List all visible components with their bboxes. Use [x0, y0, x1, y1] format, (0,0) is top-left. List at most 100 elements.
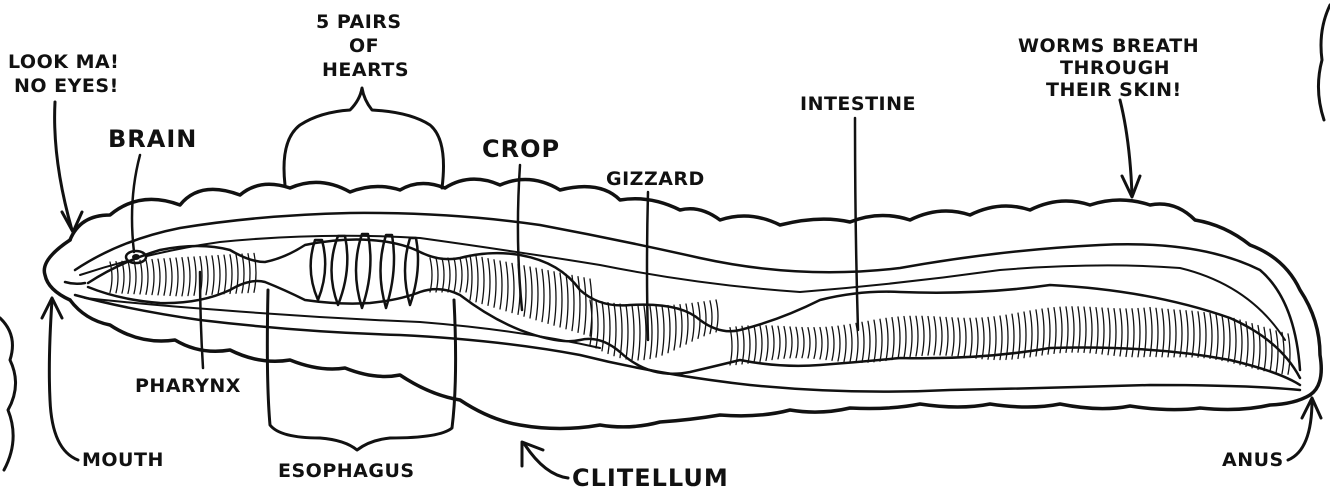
hatch-line: [584, 278, 586, 334]
hatch-line: [1168, 309, 1170, 356]
hatch-line: [454, 258, 456, 292]
hatch-line: [922, 316, 924, 355]
hatch-line: [934, 317, 936, 355]
hatch-line: [784, 327, 786, 359]
hatch-line: [1216, 314, 1218, 359]
hatch-line: [146, 260, 148, 294]
hatch-line: [686, 304, 688, 344]
hatch-line: [1270, 329, 1272, 372]
hatch-line: [194, 257, 196, 295]
hatch-line: [644, 306, 646, 360]
hatch-line: [838, 326, 840, 361]
hatch-line: [1174, 310, 1176, 357]
hatch-line: [1084, 307, 1086, 352]
hatch-line: [560, 273, 562, 327]
look-ma-arrow: [55, 102, 72, 230]
hatch-line: [1192, 311, 1194, 357]
hatch-line: [626, 305, 628, 359]
hatch-line: [826, 327, 828, 359]
hatch-line: [254, 253, 256, 292]
hatch-line: [976, 318, 978, 358]
hatch-line: [122, 261, 124, 293]
hatch-line: [958, 318, 960, 356]
hatch-line: [880, 319, 882, 361]
hatch-line: [796, 327, 798, 357]
hatch-line: [892, 318, 894, 360]
gizzard-pointer: [647, 192, 648, 340]
esophagus-brace: [267, 290, 455, 450]
label-pairs-line1: 5 PAIRS: [316, 11, 402, 33]
hatch-line: [128, 261, 130, 293]
tract-hatching: [110, 253, 1290, 374]
hatch-line: [1078, 307, 1080, 352]
hatch-line: [946, 317, 948, 355]
hatch-line: [1054, 308, 1056, 354]
hatch-line: [436, 258, 438, 292]
hatch-line: [134, 261, 136, 294]
hatch-line: [1000, 316, 1002, 360]
hatch-line: [964, 318, 966, 357]
hatch-line: [620, 304, 622, 358]
hatch-line: [500, 261, 502, 309]
hatch-line: [632, 305, 634, 360]
anus-arrow: [1288, 400, 1312, 460]
hatch-line: [844, 325, 846, 361]
left-edge-curve: [0, 318, 16, 470]
hatch-line: [1180, 310, 1182, 357]
label-worms-line1: WORMS BREATH: [1018, 35, 1199, 57]
hatch-line: [224, 255, 226, 294]
hatch-line: [566, 274, 568, 329]
hatch-line: [448, 258, 450, 292]
label-pharynx: PHARYNX: [135, 375, 241, 397]
hatch-line: [1210, 313, 1212, 358]
hatch-line: [152, 259, 154, 294]
hatch-line: [662, 306, 664, 355]
hatch-line: [940, 317, 942, 355]
hatch-line: [832, 327, 834, 361]
hatch-line: [542, 269, 544, 321]
hatch-line: [1228, 317, 1230, 362]
hatch-line: [748, 326, 750, 363]
hatch-line: [790, 327, 792, 358]
label-gizzard: GIZZARD: [606, 168, 705, 190]
hatch-line: [1060, 307, 1062, 353]
hatch-line: [460, 258, 462, 292]
hatch-line: [1240, 320, 1242, 365]
hatch-line: [760, 326, 762, 362]
hatch-line: [742, 326, 744, 364]
hatch-line: [188, 257, 190, 295]
hatch-line: [488, 259, 490, 306]
hatch-line: [170, 258, 172, 295]
hatch-line: [802, 328, 804, 358]
hatch-line: [674, 305, 676, 350]
hatch-line: [554, 272, 556, 325]
hatch-line: [650, 306, 652, 359]
hatch-line: [994, 317, 996, 360]
hatch-line: [1066, 307, 1068, 352]
hatch-line: [850, 324, 852, 362]
hatch-line: [704, 302, 706, 336]
hatch-line: [638, 306, 640, 360]
right-edge-curve: [1318, 5, 1330, 120]
brain-pointer: [132, 155, 140, 252]
label-brain: BRAIN: [108, 125, 197, 153]
hatch-line: [730, 328, 732, 365]
body-wall-lines: [75, 213, 1300, 392]
hatch-line: [466, 258, 468, 292]
hatch-line: [898, 317, 900, 359]
hatch-line: [928, 316, 930, 355]
hatch-line: [868, 321, 870, 362]
hatch-line: [578, 277, 580, 333]
hatch-line: [494, 260, 496, 307]
hatch-line: [910, 316, 912, 357]
hatch-line: [476, 256, 478, 302]
hatch-line: [656, 306, 658, 357]
label-worms-line3: THEIR SKIN!: [1046, 79, 1182, 101]
hatch-line: [982, 318, 984, 359]
mouth-opening: [65, 282, 85, 284]
hatch-line: [524, 266, 526, 316]
label-crop: CROP: [482, 135, 560, 163]
hatch-line: [1204, 312, 1206, 357]
hatch-line: [548, 271, 550, 324]
hatch-line: [970, 318, 972, 357]
